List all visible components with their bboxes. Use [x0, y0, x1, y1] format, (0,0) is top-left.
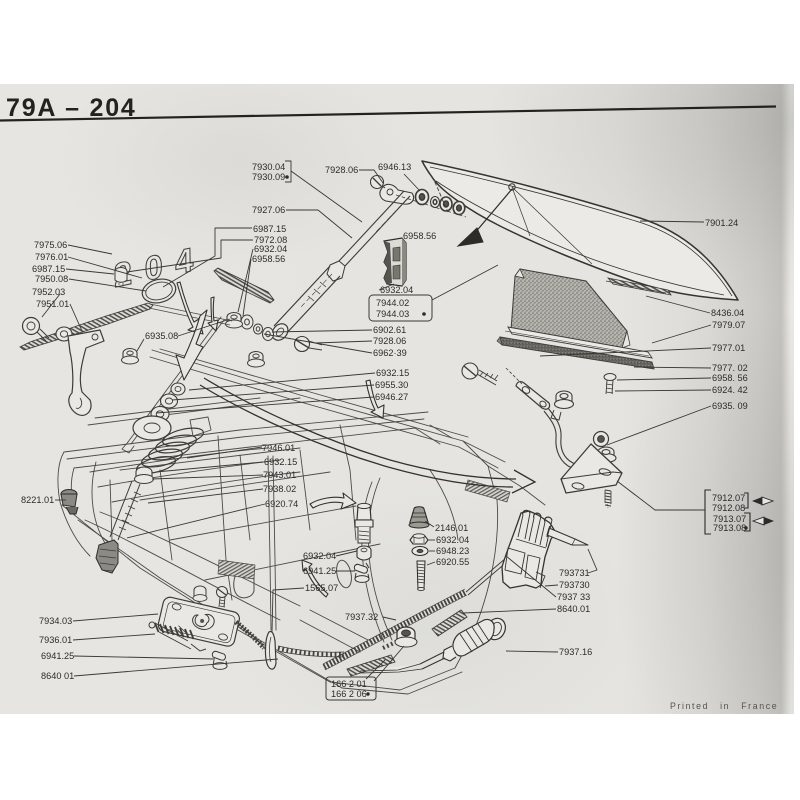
svg-text:166 2 06: 166 2 06 — [331, 689, 367, 699]
svg-text:6920.55: 6920.55 — [436, 557, 469, 567]
svg-text:8640 01: 8640 01 — [41, 671, 74, 681]
svg-text:7913.07: 7913.07 — [713, 514, 746, 524]
svg-text:Printed in France: Printed in France — [670, 701, 778, 711]
svg-text:6932.04: 6932.04 — [254, 244, 287, 254]
svg-text:6958.56: 6958.56 — [403, 231, 436, 241]
svg-text:7928.06: 7928.06 — [325, 165, 358, 175]
svg-text:6958.56: 6958.56 — [252, 254, 285, 264]
svg-text:1565.07: 1565.07 — [305, 583, 338, 593]
svg-text:7937.32: 7937.32 — [345, 612, 378, 622]
svg-text:6935. 09: 6935. 09 — [712, 401, 748, 411]
svg-text:793730: 793730 — [559, 580, 590, 590]
svg-text:7930.09: 7930.09 — [252, 172, 285, 182]
svg-text:7912.07: 7912.07 — [712, 493, 745, 503]
svg-text:7950.08: 7950.08 — [35, 274, 68, 284]
svg-text:2146.01: 2146.01 — [435, 523, 468, 533]
svg-text:6902.61: 6902.61 — [373, 325, 406, 335]
svg-text:6958. 56: 6958. 56 — [712, 373, 748, 383]
svg-text:8640.01: 8640.01 — [557, 604, 590, 614]
svg-text:7952.03: 7952.03 — [32, 287, 65, 297]
svg-text:6987.15: 6987.15 — [253, 224, 286, 234]
svg-text:6962·39: 6962·39 — [373, 348, 407, 358]
svg-text:6948.23: 6948.23 — [436, 546, 469, 556]
svg-text:166 2 01: 166 2 01 — [331, 679, 367, 689]
svg-text:7927.06: 7927.06 — [252, 205, 285, 215]
svg-text:6987.15: 6987.15 — [32, 264, 65, 274]
svg-text:6924. 42: 6924. 42 — [712, 385, 748, 395]
svg-text:7979.07: 7979.07 — [712, 320, 745, 330]
svg-text:6932.04: 6932.04 — [380, 285, 413, 295]
svg-text:79A – 204: 79A – 204 — [6, 94, 137, 122]
svg-text:7930.04: 7930.04 — [252, 162, 285, 172]
svg-text:793731: 793731 — [559, 568, 590, 578]
svg-text:7938.02: 7938.02 — [263, 484, 296, 494]
svg-text:6941.25: 6941.25 — [41, 651, 74, 661]
svg-text:6932.15: 6932.15 — [376, 368, 409, 378]
svg-text:7937 33: 7937 33 — [557, 592, 590, 602]
svg-text:7937.16: 7937.16 — [559, 647, 592, 657]
svg-text:7946.01: 7946.01 — [262, 443, 295, 453]
svg-text:6941.25: 6941.25 — [303, 566, 336, 576]
svg-text:6946.27: 6946.27 — [375, 392, 408, 402]
svg-text:8436.04: 8436.04 — [711, 308, 744, 318]
svg-text:7943.01: 7943.01 — [263, 470, 296, 480]
svg-text:7901.24: 7901.24 — [705, 218, 738, 228]
svg-text:6955.30: 6955.30 — [375, 380, 408, 390]
svg-text:6932.04: 6932.04 — [303, 551, 336, 561]
svg-text:7977. 02: 7977. 02 — [712, 363, 748, 373]
svg-text:6935.08: 6935.08 — [145, 331, 178, 341]
svg-text:6920.74: 6920.74 — [265, 499, 298, 509]
svg-text:7944.03: 7944.03 — [376, 309, 409, 319]
svg-text:7975.06: 7975.06 — [34, 240, 67, 250]
svg-text:6932.04: 6932.04 — [436, 535, 469, 545]
svg-text:7936.01: 7936.01 — [39, 635, 72, 645]
svg-text:7977.01: 7977.01 — [712, 343, 745, 353]
svg-text:7934.03: 7934.03 — [39, 616, 72, 626]
svg-text:7944.02: 7944.02 — [376, 298, 409, 308]
svg-text:204: 204 — [109, 238, 210, 294]
svg-text:7928.06: 7928.06 — [373, 336, 406, 346]
svg-text:7912.08: 7912.08 — [712, 503, 745, 513]
svg-text:8221.01: 8221.01 — [21, 495, 54, 505]
svg-text:6932.15: 6932.15 — [264, 457, 297, 467]
svg-text:7976.01: 7976.01 — [35, 252, 68, 262]
svg-text:6946.13: 6946.13 — [378, 162, 411, 172]
svg-text:7951.01: 7951.01 — [36, 299, 69, 309]
svg-text:7913.08: 7913.08 — [713, 523, 746, 533]
svg-text:7972.08: 7972.08 — [254, 235, 287, 245]
